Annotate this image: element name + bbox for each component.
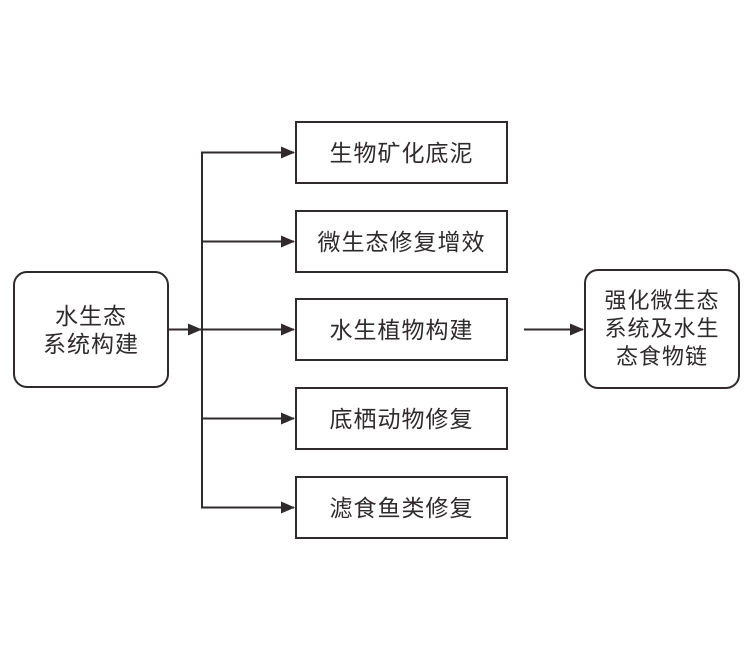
- node-label: 底栖动物修复: [329, 405, 474, 432]
- node-benthic-animal-restoration: 底栖动物修复: [295, 387, 508, 450]
- node-sediment-biomineralization: 生物矿化底泥: [295, 121, 508, 184]
- node-label-line: 态食物链: [615, 344, 708, 369]
- node-strengthened-microecosystem-food-chain: 强化微生态 系统及水生 态食物链: [584, 269, 740, 389]
- node-label: 微生态修复增效: [317, 228, 486, 255]
- node-label-line: 强化微生态: [604, 288, 720, 313]
- node-label: 水生植物构建: [329, 316, 474, 343]
- node-label-line: 水生态: [55, 302, 127, 329]
- node-microecology-restoration-enhancement: 微生态修复增效: [295, 210, 508, 273]
- node-label: 滤食鱼类修复: [329, 494, 474, 521]
- node-label-line: 系统构建: [43, 330, 139, 357]
- node-label-line: 系统及水生: [604, 316, 720, 341]
- node-aquatic-ecosystem-construction: 水生态 系统构建: [13, 271, 169, 388]
- node-filter-feeding-fish-restoration: 滤食鱼类修复: [295, 476, 508, 539]
- node-aquatic-plant-construction: 水生植物构建: [295, 298, 508, 361]
- node-label: 生物矿化底泥: [329, 139, 474, 166]
